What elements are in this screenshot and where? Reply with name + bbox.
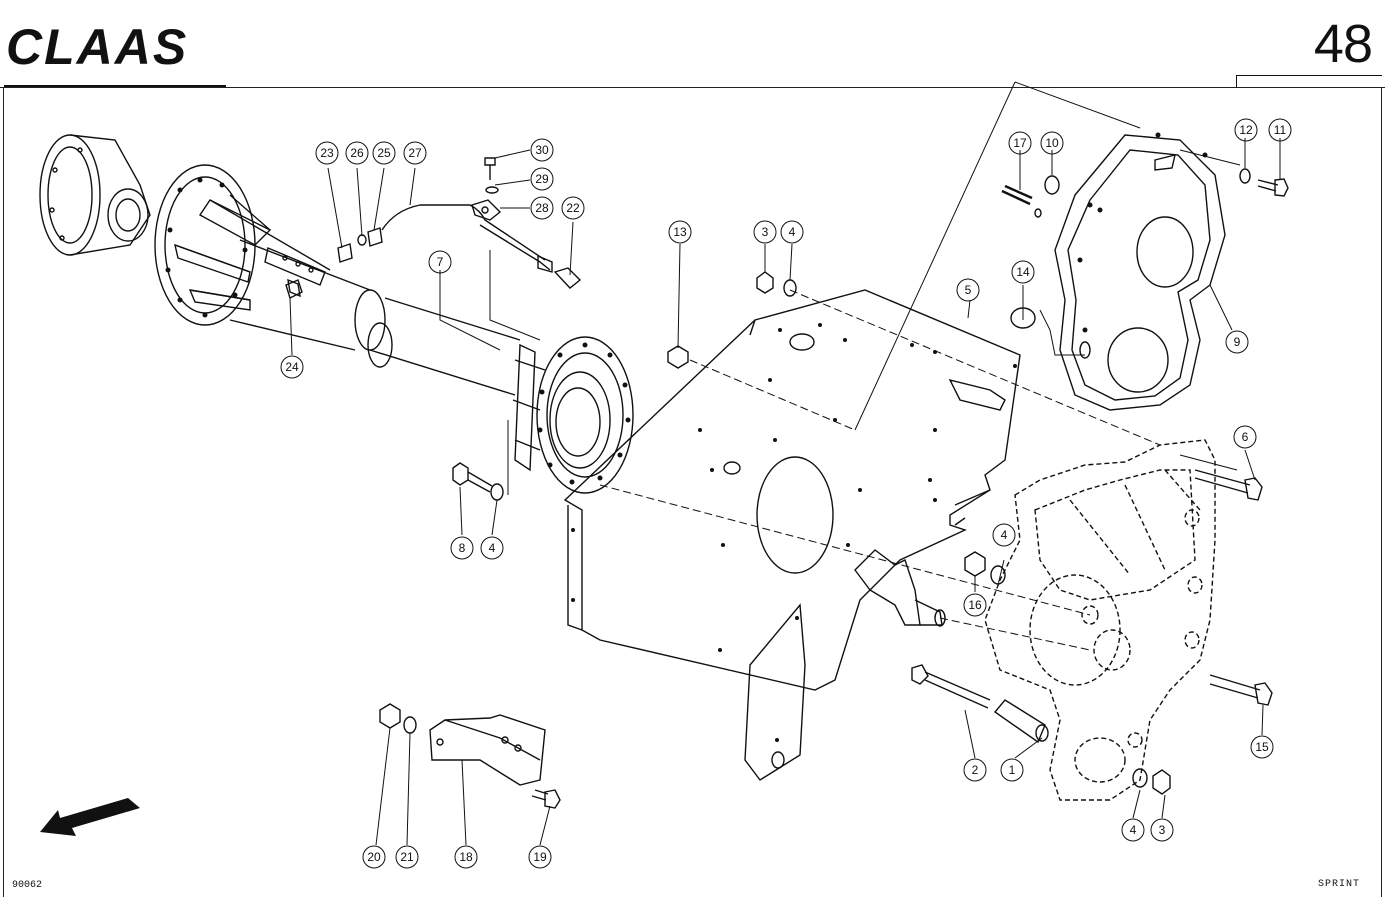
callout-28: 28 [530,196,554,220]
callout-3b: 3 [1150,818,1174,842]
callout-23: 23 [315,141,339,165]
callout-19: 19 [528,845,552,869]
callout-4d: 4 [1121,818,1145,842]
svg-text:11: 11 [1274,123,1287,137]
svg-text:19: 19 [533,850,547,864]
callout-2: 2 [963,758,987,782]
end-hub [39,134,151,256]
leader-lines [289,81,1281,846]
svg-text:20: 20 [367,850,381,864]
svg-text:10: 10 [1045,136,1059,150]
axle-tube [229,239,521,396]
svg-text:4: 4 [1130,823,1137,837]
svg-text:4: 4 [489,541,496,555]
svg-text:3: 3 [1159,823,1166,837]
svg-text:26: 26 [350,146,364,160]
callout-22: 22 [561,196,585,220]
svg-text:27: 27 [408,146,422,160]
callout-24: 24 [280,355,304,379]
callout-18: 18 [454,845,478,869]
callout-1: 1 [1000,758,1024,782]
callout-13: 13 [668,220,692,244]
callout-29: 29 [530,167,554,191]
svg-text:13: 13 [673,225,687,239]
callout-30: 30 [530,138,554,162]
callout-15: 15 [1250,735,1274,759]
callout-26: 26 [345,141,369,165]
axle-flange [154,164,331,326]
page-number-rule [1236,75,1237,87]
callout-6: 6 [1233,425,1257,449]
travel-direction-arrow-icon [40,798,140,836]
gearbox-cover [1001,132,1226,411]
callout-4: 4 [780,220,804,244]
bearing-flange [512,336,634,494]
callout-8: 8 [450,536,474,560]
callout-20: 20 [362,845,386,869]
gearbox-housing [984,439,1216,801]
callout-4b: 4 [480,536,504,560]
svg-text:21: 21 [400,850,414,864]
svg-text:6: 6 [1242,430,1249,444]
svg-text:5: 5 [965,283,972,297]
callout-balloons: 1 2 3 3 4 4 4 4 5 6 7 8 9 10 11 12 13 14… [280,118,1292,869]
frame-left-rule [3,87,4,897]
svg-text:18: 18 [459,850,473,864]
svg-text:1: 1 [1009,763,1016,777]
page-number-rule-top [1236,75,1382,76]
svg-text:17: 17 [1013,136,1027,150]
claas-logo: CLAAS [6,22,188,70]
svg-text:22: 22 [566,201,580,215]
svg-text:12: 12 [1239,123,1253,137]
callout-14: 14 [1011,260,1035,284]
svg-text:29: 29 [535,172,549,186]
svg-text:16: 16 [968,598,982,612]
svg-text:14: 14 [1016,265,1030,279]
callout-5: 5 [956,278,980,302]
svg-text:24: 24 [285,360,299,374]
callout-10: 10 [1040,131,1064,155]
page-number: 48 [1313,14,1373,74]
model-name: SPRINT [1318,879,1361,890]
svg-text:15: 15 [1255,740,1269,754]
svg-text:4: 4 [1001,528,1008,542]
svg-text:7: 7 [437,255,444,269]
callout-11: 11 [1268,118,1292,142]
drawing-number: 90062 [12,880,43,891]
svg-text:2: 2 [972,763,979,777]
callout-25: 25 [372,141,396,165]
callout-9: 9 [1225,330,1249,354]
frame-top-rule [0,87,1385,88]
callout-21: 21 [395,845,419,869]
svg-text:3: 3 [762,225,769,239]
svg-text:8: 8 [459,541,466,555]
frame-right-rule [1381,87,1382,897]
svg-text:9: 9 [1234,335,1241,349]
svg-text:4: 4 [789,225,796,239]
callout-17: 17 [1008,131,1032,155]
callout-7: 7 [428,250,452,274]
svg-text:25: 25 [377,146,391,160]
logo-wordmark: CLAAS [6,22,188,70]
svg-text:28: 28 [535,201,549,215]
logo-rule [4,85,226,87]
callout-27: 27 [403,141,427,165]
svg-text:30: 30 [535,143,549,157]
callout-16: 16 [963,593,987,617]
callout-3: 3 [753,220,777,244]
callout-12: 12 [1234,118,1258,142]
svg-text:23: 23 [320,146,334,160]
mounting-plate [563,289,1021,781]
callout-4c: 4 [992,523,1016,547]
fasteners [285,157,1289,809]
